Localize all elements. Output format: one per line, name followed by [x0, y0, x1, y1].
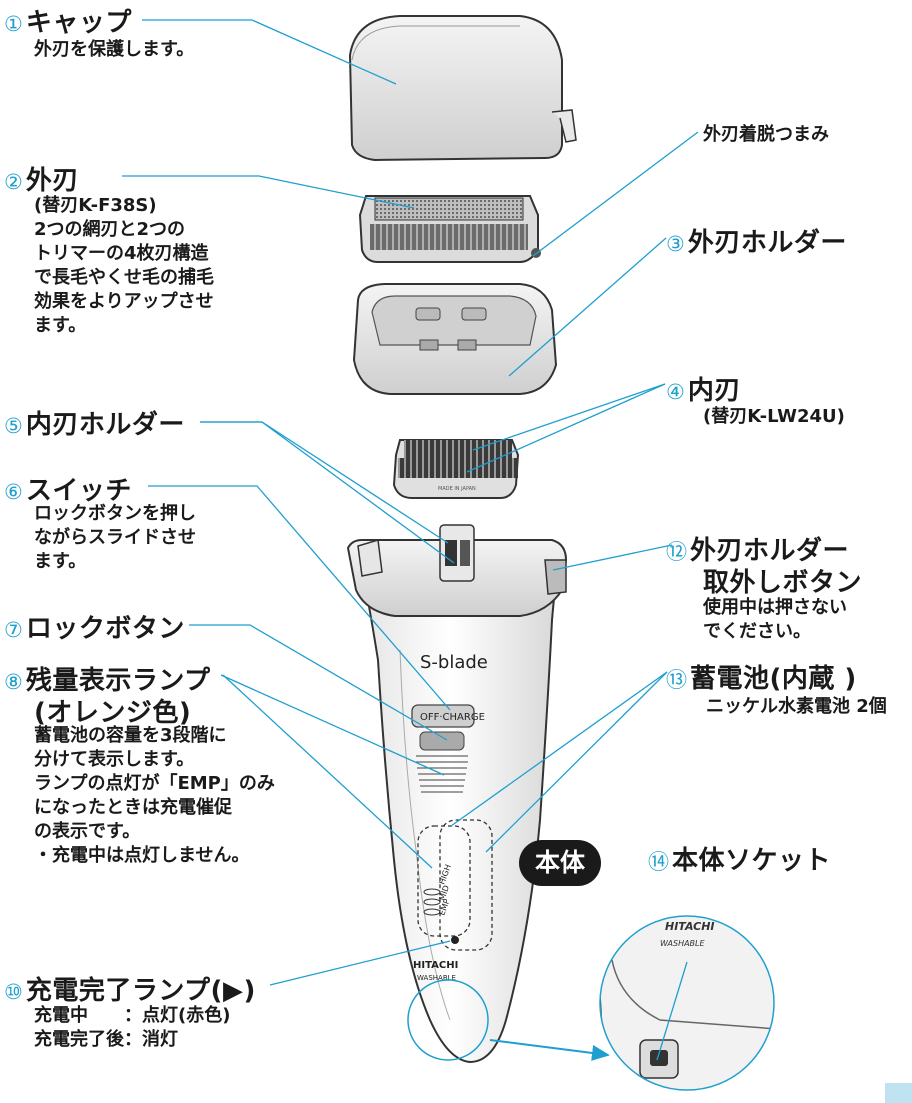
desc-outer-blade: (替刃K-F38S) 2つの網刃と2つの トリマーの4枚刃構造 で長毛やくせ毛の… — [34, 195, 214, 336]
zoom-source-circle — [407, 979, 489, 1061]
inner-blade-mark: MADE IN JAPAN — [438, 486, 476, 492]
washable-zoom-text: WASHABLE — [660, 939, 705, 948]
plug-icon: ▶ — [222, 976, 244, 1006]
desc-battery: ニッケル水素電池 2個 — [706, 696, 887, 717]
outer-blade-part — [358, 195, 541, 263]
zoom-arrow — [489, 1039, 610, 1061]
desc-inner-blade: (替刃K-LW24U) — [703, 406, 845, 427]
switch-text: OFF·CHARGE — [420, 712, 485, 723]
label-level-lamp-color: (オレンジ色) — [34, 698, 192, 728]
corner-tab — [885, 1083, 912, 1103]
label-outer-blade-knob: 外刃着脱つまみ — [703, 124, 829, 145]
maker-text: HITACHI — [413, 960, 458, 971]
body-badge: 本体 — [519, 840, 601, 886]
leader-lines — [122, 19, 699, 1061]
washable-text: WASHABLE — [417, 974, 456, 982]
inner-blade-part: MADE IN JAPAN — [392, 439, 520, 499]
brand-text: S-blade — [420, 652, 488, 673]
desc-level-lamp: 蓄電池の容量を3段階に 分けて表示します。 ランプの点灯が「EMP」のみ になっ… — [34, 725, 275, 866]
maker-zoom-text: HITACHI — [665, 920, 715, 933]
outer-blade-holder-part — [352, 283, 558, 395]
cap-part — [348, 15, 577, 162]
desc-charge-lamp: 充電中 ：点灯(赤色) 充電完了後：消灯 — [34, 1005, 231, 1050]
desc-switch: ロックボタンを押し ながらスライドさせ ます。 — [34, 503, 196, 572]
socket-zoom: HITACHI WASHABLE — [599, 915, 775, 1091]
shaver-body: OFF·CHARGE S-blade HIGH MID EMP HITACHI … — [346, 524, 568, 1064]
label-holder-release-2: 取外しボタン — [703, 568, 863, 598]
desc-cap: 外刃を保護します。 — [34, 39, 195, 60]
desc-holder-release: 使用中は押さない でください。 — [703, 597, 847, 642]
